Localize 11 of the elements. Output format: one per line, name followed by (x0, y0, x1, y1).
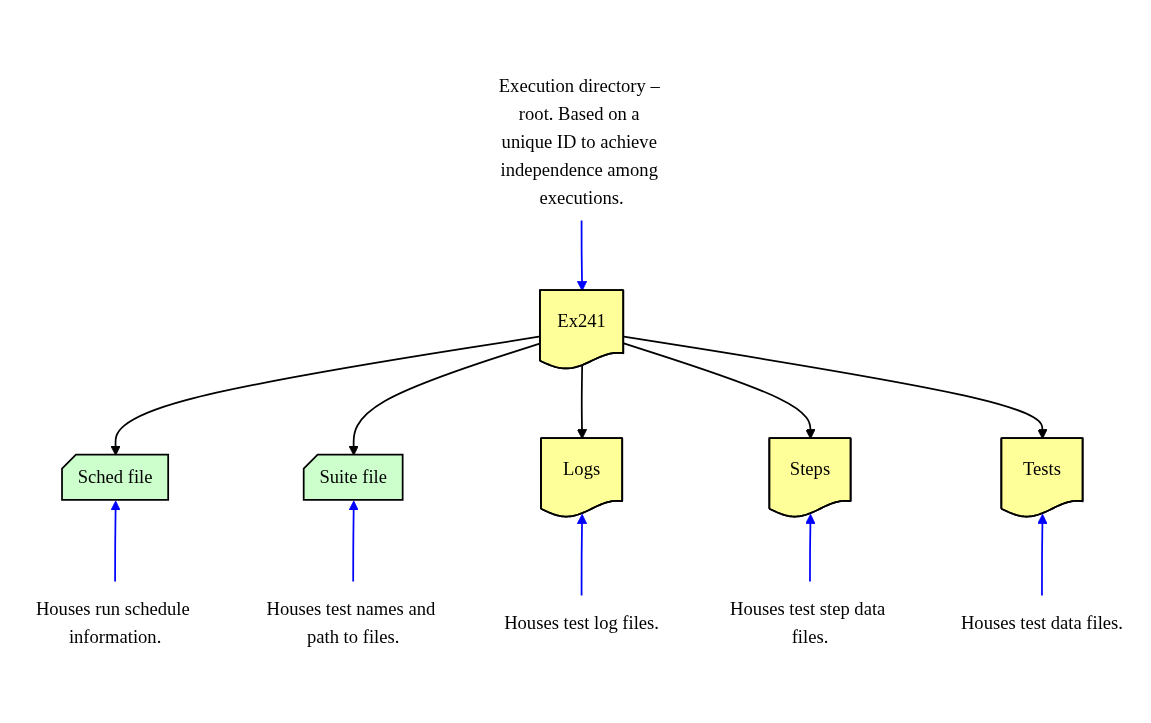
arrow (576, 513, 588, 597)
arrow (110, 500, 121, 583)
node-text: Houses test step data files. (729, 598, 886, 647)
node-text: Houses test data files. (960, 612, 1123, 633)
node-text: Execution directory – root. Based on a unique ID to achieve independence among executions. (498, 75, 660, 208)
node-text: Houses run schedule information. (35, 598, 190, 647)
node-text: Houses test names and path to files. (266, 598, 436, 647)
arrow (1037, 513, 1048, 597)
arrow (805, 513, 816, 583)
node-text: Houses test log files. (504, 612, 659, 633)
arrow (348, 500, 359, 583)
